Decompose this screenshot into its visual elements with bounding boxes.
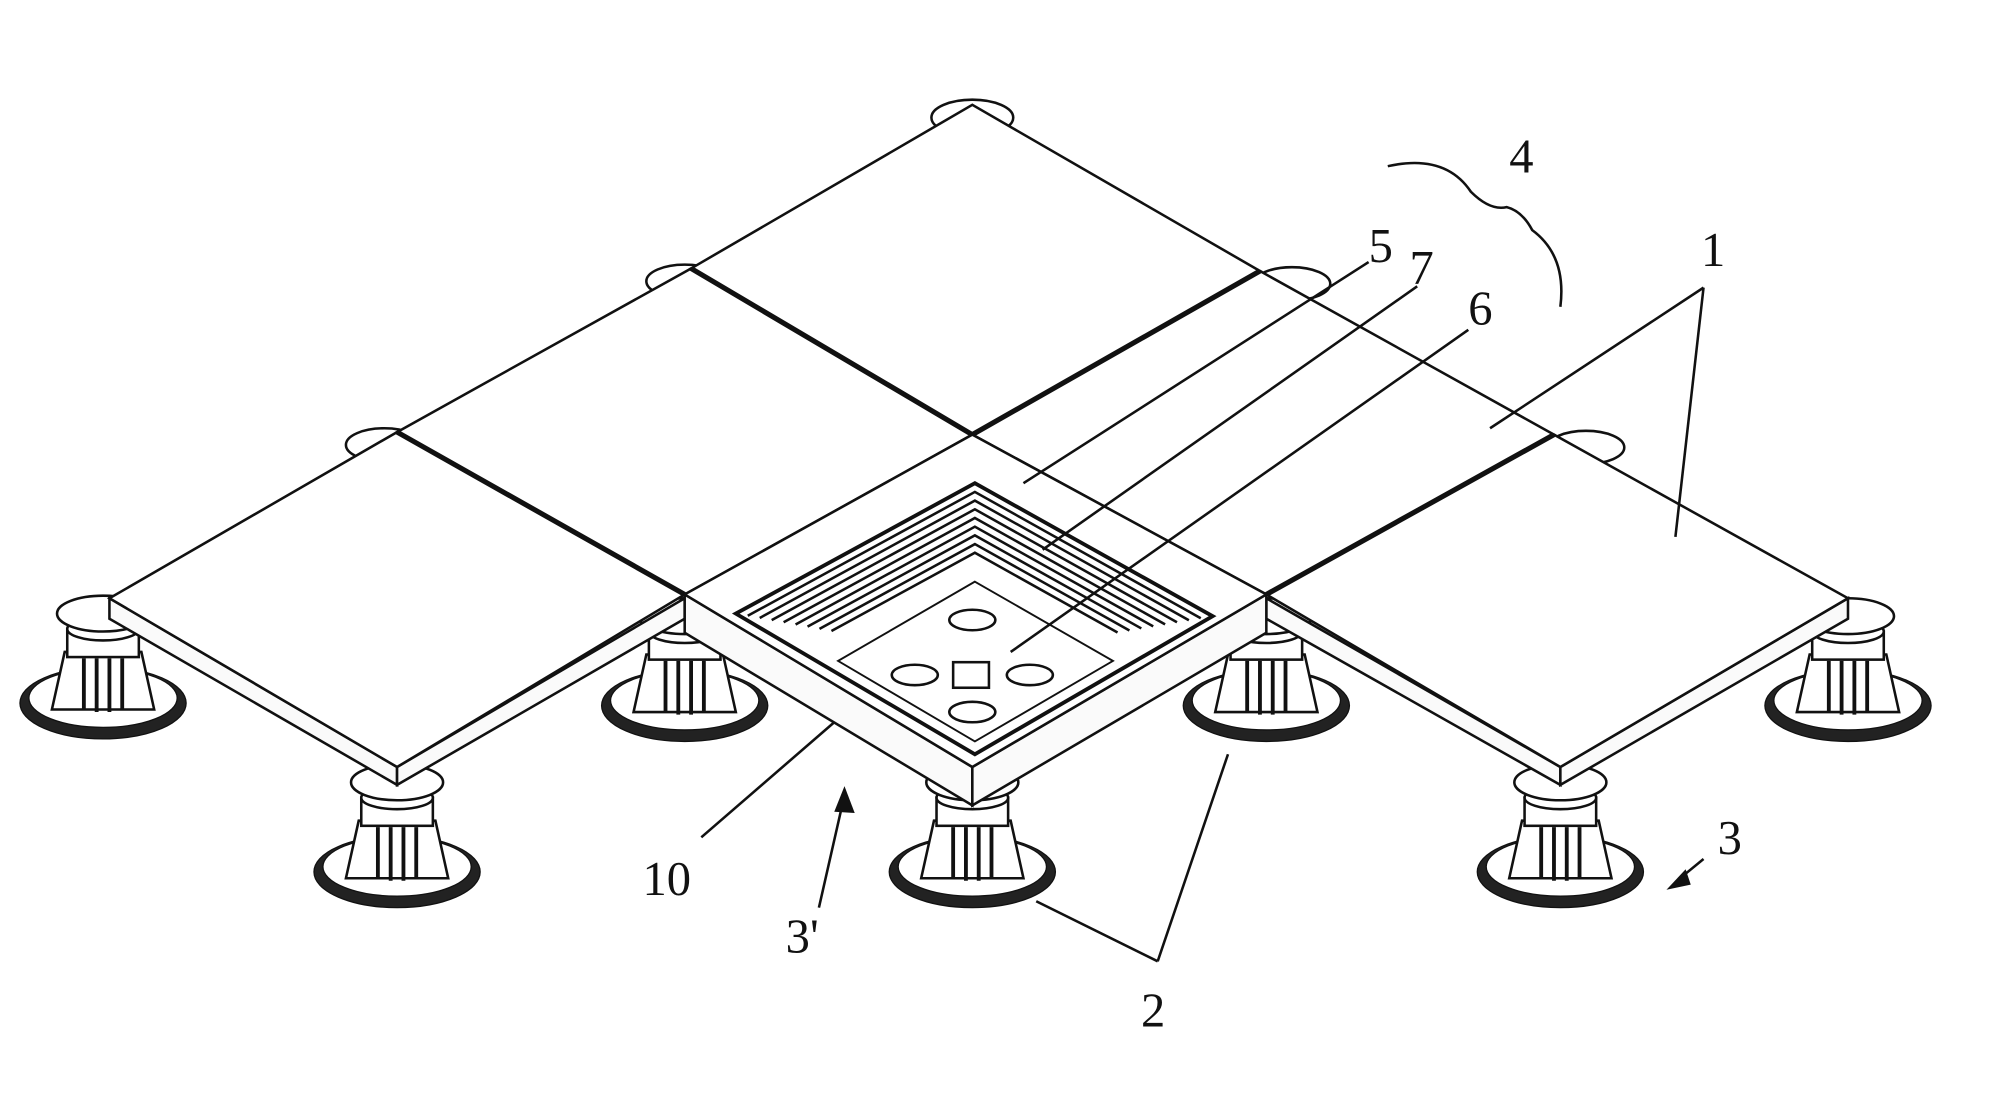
wall-step xyxy=(759,499,1190,622)
center-block xyxy=(951,660,991,690)
label-3: 3 xyxy=(1718,811,1742,865)
leader-lines xyxy=(700,161,1705,963)
wall-step xyxy=(806,533,1142,630)
outlet-hole xyxy=(890,663,940,687)
label-2: 2 xyxy=(1141,984,1165,1038)
label-1: 1 xyxy=(1701,223,1725,277)
wall-step xyxy=(818,542,1131,632)
label-6: 6 xyxy=(1468,282,1492,336)
label-5: 5 xyxy=(1369,219,1393,273)
tile-edges xyxy=(108,596,1850,788)
brace-4 xyxy=(1387,161,1563,307)
label-4: 4 xyxy=(1509,130,1533,184)
pedestal xyxy=(1182,596,1351,743)
outlet-hole xyxy=(948,608,997,632)
label-3-prime: 3' xyxy=(786,909,819,963)
wall-step xyxy=(771,507,1178,624)
label-10: 10 xyxy=(643,852,692,906)
access-box xyxy=(682,433,1269,808)
outlet-hole xyxy=(948,700,997,724)
wall-step xyxy=(830,551,1119,634)
floor-tiles xyxy=(106,103,1851,769)
wall-step xyxy=(747,490,1202,620)
outlet-hole xyxy=(1005,663,1055,687)
wall-step xyxy=(735,481,1214,618)
label-7: 7 xyxy=(1410,241,1434,295)
